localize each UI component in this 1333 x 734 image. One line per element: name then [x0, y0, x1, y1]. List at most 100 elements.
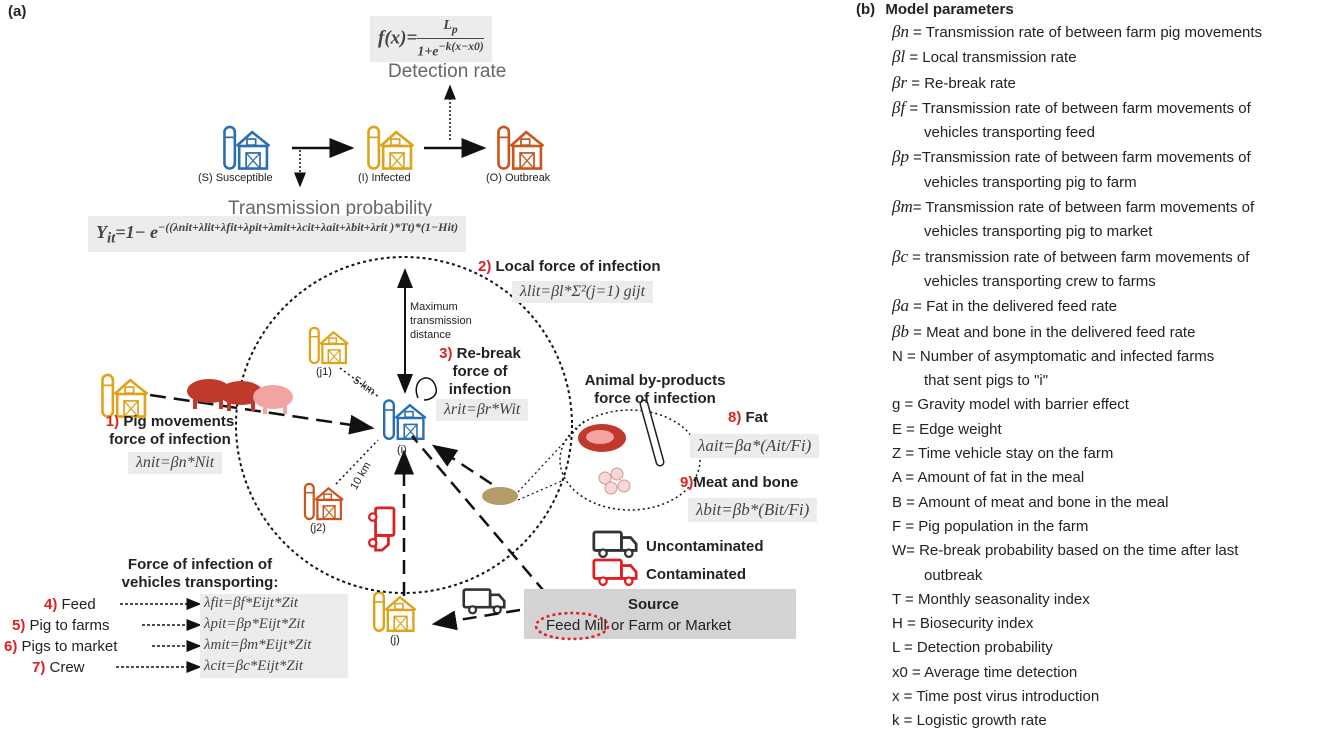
rebreak-loop [415, 377, 438, 401]
fat-title: 8) Fat [728, 409, 769, 426]
susceptible-barn-icon [223, 125, 271, 170]
rebreak-title: 3) Re-break force of infection [439, 345, 521, 398]
param-row: N = Number of asymptomatic and infected … [892, 345, 1333, 369]
param-text: k = Logistic growth rate [892, 712, 1047, 730]
vehicle-formula-pig-market: λmit=βm*Eijt*Zit [204, 637, 312, 653]
param-symbol: βa [892, 296, 909, 316]
panel-b-label: (b) [856, 1, 876, 18]
farm-j2-icon [303, 482, 345, 521]
param-text: vehicles transporting feed [924, 124, 1095, 142]
param-text: g = Gravity model with barrier effect [892, 396, 1129, 414]
params-title: Model parameters [885, 1, 1014, 18]
panel-b: (b) Model parameters βn = Transmission r… [856, 0, 1333, 734]
param-row: βb = Meat and bone in the delivered feed… [892, 320, 1333, 345]
vehicle-row-crew: 7) Crew [32, 659, 85, 676]
param-symbol: βb [892, 321, 909, 341]
legend-contaminated: Contaminated [646, 566, 747, 583]
param-row: βp =Transmission rate of between farm mo… [892, 145, 1333, 170]
max-distance-label: Maximum transmission distance [410, 301, 472, 341]
infected-label: (I) Infected [358, 172, 411, 184]
param-text: =Transmission rate of between farm movem… [908, 149, 1251, 167]
vehicle-row-pig-farms: 5) Pig to farms [12, 617, 110, 634]
param-row: Z = Time vehicle stay on the farm [892, 442, 1333, 466]
local-title: 2) Local force of infection [478, 258, 661, 275]
param-row: βa = Fat in the delivered feed rate [892, 294, 1333, 319]
farm-j-icon [372, 591, 418, 633]
source-title: Source [628, 596, 679, 613]
param-text: F = Pig population in the farm [892, 517, 1089, 535]
param-row: βm= Transmission rate of between farm mo… [892, 195, 1333, 220]
param-symbol: βm [892, 197, 913, 217]
detection-title: Detection rate [388, 61, 507, 82]
param-text: A = Amount of fat in the meal [892, 469, 1085, 487]
source-text: Feed Mill or Farm or Market [546, 617, 732, 634]
param-text: = Fat in the delivered feed rate [908, 298, 1118, 316]
param-text: Z = Time vehicle stay on the farm [892, 445, 1114, 463]
param-row: B = Amount of meat and bone in the meal [892, 491, 1333, 515]
param-row: W= Re-break probability based on the tim… [892, 539, 1333, 563]
param-row: k = Logistic growth rate [892, 709, 1333, 733]
param-text: = Transmission rate of between farm move… [905, 99, 1251, 117]
vehicle-formula-pig-farms: λpit=βp*Eijt*Zit [204, 616, 305, 632]
param-text: N = Number of asymptomatic and infected … [892, 347, 1215, 365]
param-text: vehicles transporting pig to market [924, 223, 1153, 241]
transmission-range-circle [235, 256, 573, 594]
diagram-graphics [101, 84, 796, 673]
param-symbol: βc [892, 246, 909, 266]
param-row: T = Monthly seasonality index [892, 588, 1333, 612]
param-text: H = Biosecurity index [892, 615, 1034, 633]
outbreak-label: (O) Outbreak [486, 172, 551, 184]
feed-pile-icon [482, 487, 518, 505]
param-text: x = Time post virus introduction [892, 688, 1100, 706]
param-text: x0 = Average time detection [892, 663, 1078, 681]
farm-i-label: (i) [397, 444, 407, 456]
farm-pig-source-icon [101, 373, 149, 418]
vehicle-row-feed: 4) Feed [44, 596, 96, 613]
param-symbol: βr [892, 72, 908, 92]
param-row: A = Amount of fat in the meal [892, 466, 1333, 490]
uncontaminated-truck-icon [592, 530, 638, 558]
fat-formula: λait=βa*(Ait/Fi) [690, 434, 820, 458]
param-text: T = Monthly seasonality index [892, 590, 1090, 608]
param-row: L = Detection probability [892, 636, 1333, 660]
param-text: = Meat and bone in the delivered feed ra… [908, 323, 1196, 341]
param-row: E = Edge weight [892, 418, 1333, 442]
param-text: = Transmission rate of between farm move… [912, 199, 1255, 217]
param-row: βc = transmission rate of between farm m… [892, 245, 1333, 270]
param-row: βr = Re-break rate [892, 71, 1333, 96]
param-row: vehicles transporting crew to farms [892, 270, 1333, 294]
bone-icon [639, 399, 665, 467]
vehicle-formulas-box [200, 594, 348, 678]
param-row: F = Pig population in the farm [892, 515, 1333, 539]
farm-j1-icon [308, 326, 350, 365]
param-row: βn = Transmission rate of between farm p… [892, 20, 1333, 45]
outbreak-barn-icon [497, 125, 545, 170]
param-row: H = Biosecurity index [892, 612, 1333, 636]
contaminated-truck-icon [592, 558, 638, 586]
fat-icon [598, 467, 631, 495]
feed-mill-highlight [534, 611, 610, 641]
param-text: E = Edge weight [892, 420, 1002, 438]
param-symbol: βp [892, 147, 909, 167]
param-row: βf = Transmission rate of between farm m… [892, 96, 1333, 121]
pig-formula: λnit=βn*Nit [128, 452, 223, 474]
farm-j2-label: (j2) [310, 522, 326, 534]
vehicle-formula-feed: λfit=βf*Eijt*Zit [204, 595, 299, 611]
param-text: W= Re-break probability based on the tim… [892, 542, 1239, 560]
panel-a-label: (a) [8, 3, 27, 20]
param-text: = Re-break rate [907, 74, 1016, 92]
farm-i-icon [382, 399, 428, 441]
red-truck-icon [368, 506, 396, 552]
byproducts-circle [559, 409, 701, 511]
param-text: = Transmission rate of between farm pig … [908, 24, 1263, 41]
param-text: outbreak [924, 566, 983, 584]
meat-formula: λbit=βb*(Bit/Fi) [688, 498, 818, 522]
farm-j1-label: (j1) [316, 366, 332, 378]
param-symbol: βn [892, 22, 909, 41]
params-list: βn = Transmission rate of between farm p… [892, 20, 1333, 734]
vehicle-formula-crew: λcit=βc*Eijt*Zit [204, 658, 304, 674]
param-row: vehicles transporting pig to market [892, 220, 1333, 244]
